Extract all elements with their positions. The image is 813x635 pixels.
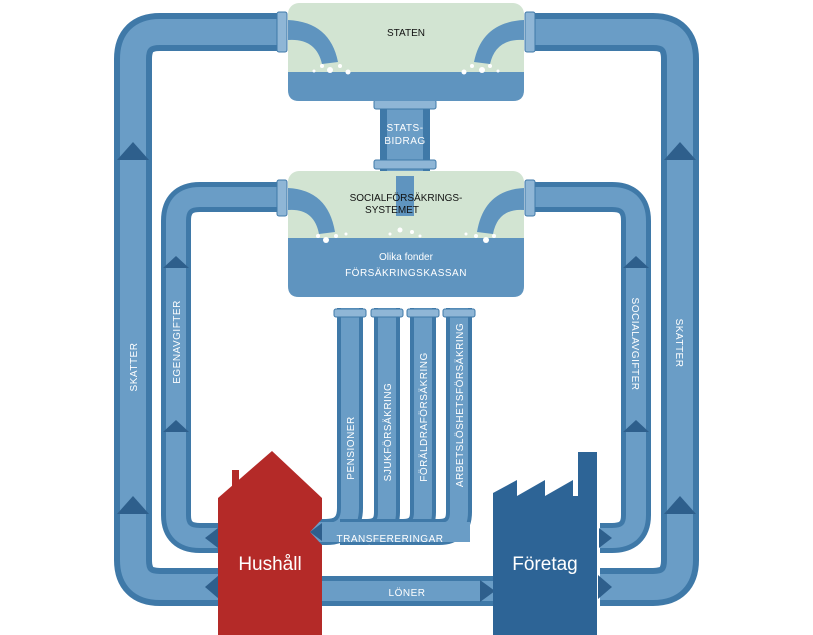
pipe-socialavgifter — [525, 182, 651, 553]
foretag-label: Företag — [512, 554, 577, 575]
transfer-collars — [333, 308, 476, 318]
staten-collars — [276, 11, 536, 53]
statsbidrag-label-line2: BIDRAG — [384, 136, 425, 147]
skatter-left-label: SKATTER — [129, 343, 140, 392]
foraldraforsakring-label: FÖRÄLDRAFÖRSÄKRING — [418, 352, 430, 482]
pipe-skatter-left — [114, 13, 285, 606]
forsakringskassan-label: FÖRSÄKRINGSKASSAN — [345, 267, 467, 279]
hushall-label: Hushåll — [238, 554, 301, 575]
pipe-statsbidrag — [373, 99, 437, 172]
factory-foretag — [493, 452, 597, 635]
skatter-right-label: SKATTER — [673, 319, 684, 368]
tank-staten — [288, 3, 524, 101]
arbetsloshetsforsakring-label: ARBETSLÖSHETSFÖRSÄKRING — [454, 323, 466, 487]
staten-label: STATEN — [387, 28, 425, 39]
sjukforsakring-label: SJUKFÖRSÄKRING — [382, 383, 394, 482]
pipe-loner — [310, 576, 494, 606]
loner-label: LÖNER — [389, 587, 426, 599]
pensioner-label: PENSIONER — [346, 416, 357, 479]
social-label-line1: SOCIALFÖRSÄKRINGS- — [350, 192, 463, 204]
statsbidrag-label-line1: STATS- — [386, 123, 423, 134]
olika-fonder-label: Olika fonder — [379, 252, 434, 263]
tank-social — [288, 171, 524, 297]
egenavgifter-label: EGENAVGIFTER — [172, 300, 183, 384]
transfereringar-label: TRANSFERERINGAR — [337, 534, 444, 545]
house-hushall — [218, 451, 322, 635]
socialavgifter-label: SOCIALAVGIFTER — [629, 298, 640, 391]
pipe-egenavgifter — [161, 182, 285, 553]
pipe-transfereringar — [310, 308, 472, 545]
social-collars — [276, 179, 536, 217]
pipe-skatter-right — [525, 13, 699, 606]
social-label-line2: SYSTEMET — [365, 205, 419, 216]
